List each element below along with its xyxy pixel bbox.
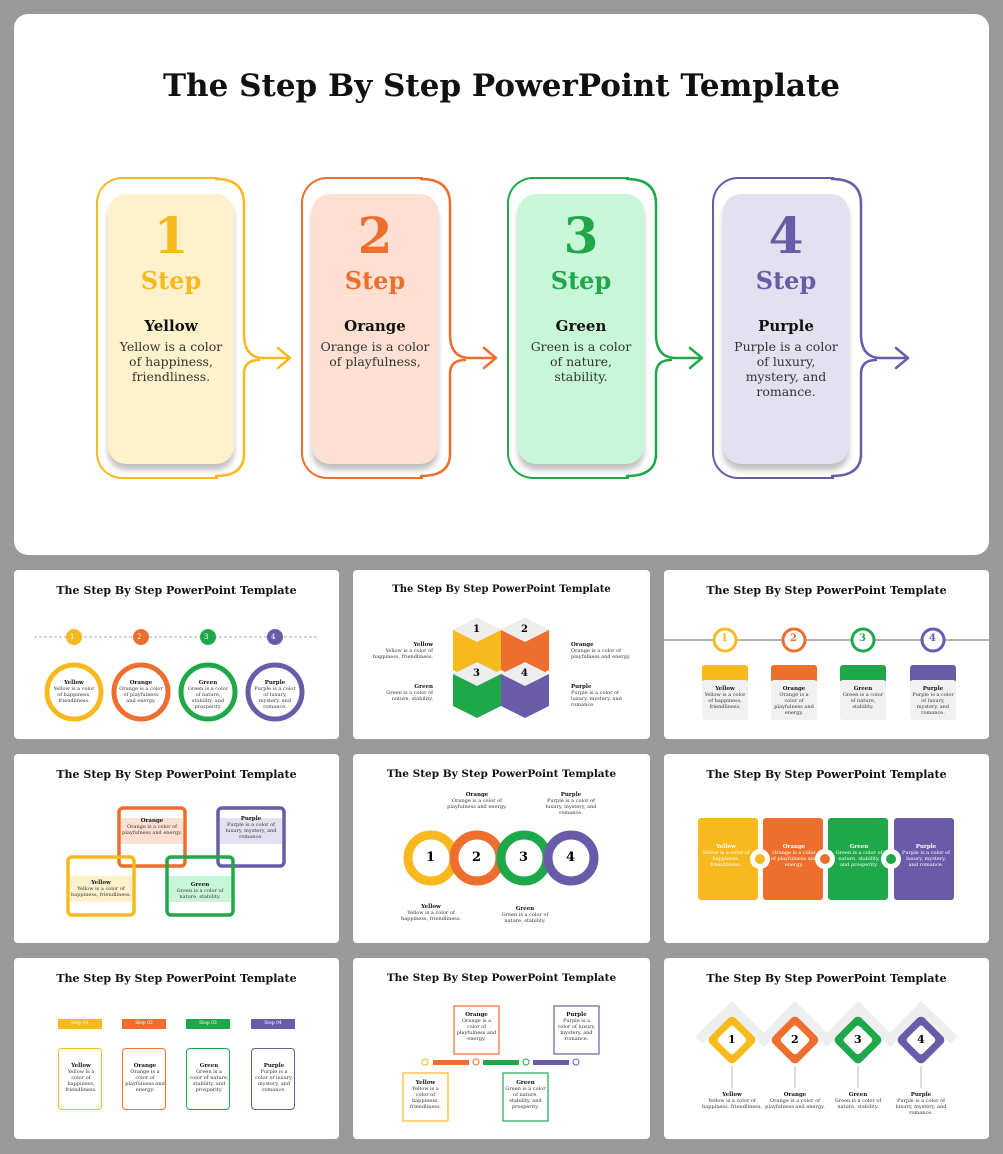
thumb-2-graphic	[453, 618, 549, 718]
step-4-word: Step	[755, 266, 817, 295]
main-slide[interactable]: The Step By Step PowerPoint Template 1 S…	[14, 14, 989, 555]
step-connectors	[214, 177, 910, 478]
step-4-name: Purple	[758, 317, 814, 335]
step-2-frame	[301, 177, 423, 479]
thumbnail-title: The Step By Step PowerPoint Template	[56, 972, 297, 985]
thumb-8-graphic	[402, 1005, 600, 1122]
thumbnail-title: The Step By Step PowerPoint Template	[56, 584, 297, 597]
thumbnail-6[interactable]: The Step By Step PowerPoint Template Yel…	[664, 754, 989, 943]
thumb-1-n2: 2	[137, 633, 142, 641]
thumbnail-2[interactable]: The Step By Step PowerPoint Template 1 2…	[353, 570, 650, 739]
thumb-5-graphic	[403, 830, 599, 886]
thumb-1-n3: 3	[204, 633, 209, 641]
thumbnail-title: The Step By Step PowerPoint Template	[706, 584, 947, 597]
thumbnail-title: The Step By Step PowerPoint Template	[386, 972, 617, 984]
step-3-desc: Green is a color of nature, stability.	[530, 339, 632, 384]
thumb-1-n1: 1	[70, 633, 75, 641]
step-1-number: 1	[153, 206, 189, 265]
step-3-card[interactable]: 3 Step Green Green is a color of nature,…	[518, 194, 644, 464]
thumbnail-4[interactable]: The Step By Step PowerPoint Template Ora…	[14, 754, 339, 943]
thumbnail-8[interactable]: The Step By Step PowerPoint Template Ora…	[353, 958, 650, 1139]
step-1-frame	[96, 177, 218, 479]
thumbnail-title: The Step By Step PowerPoint Template	[392, 584, 611, 595]
thumb-1-n4: 4	[271, 633, 276, 641]
step-2-name: Orange	[344, 317, 406, 335]
thumb-9-graphic	[695, 1000, 958, 1088]
step-2-card[interactable]: 2 Step Orange Orange is a color of playf…	[312, 194, 438, 464]
thumbnail-title: The Step By Step PowerPoint Template	[56, 768, 297, 781]
thumb-3-graphic	[664, 627, 989, 720]
step-3-word: Step	[550, 266, 612, 295]
thumb-1-graphic	[34, 629, 319, 722]
thumbnail-7[interactable]: The Step By Step PowerPoint Template Ste…	[14, 958, 339, 1139]
step-4-number: 4	[768, 206, 804, 265]
step-1-word: Step	[140, 266, 202, 295]
step-3-name: Green	[555, 317, 607, 335]
step-4-desc: Purple is a color of luxury, mystery, an…	[734, 339, 838, 399]
thumbnail-title: The Step By Step PowerPoint Template	[706, 768, 947, 781]
thumbnail-title: The Step By Step PowerPoint Template	[386, 768, 617, 780]
thumbnail-5[interactable]: The Step By Step PowerPoint Template 1 2…	[353, 754, 650, 943]
step-2-number: 2	[357, 206, 393, 265]
step-4-card[interactable]: 4 Step Purple Purple is a color of luxur…	[723, 194, 849, 464]
step-2-word: Step	[344, 266, 406, 295]
step-1-name: Yellow	[144, 317, 198, 335]
thumbnail-1[interactable]: The Step By Step PowerPoint Template 1 2…	[14, 570, 339, 739]
thumbnail-9[interactable]: The Step By Step PowerPoint Template 1 2…	[664, 958, 989, 1139]
thumbnail-title: The Step By Step PowerPoint Template	[706, 972, 947, 985]
thumb-6-graphic	[750, 849, 901, 869]
step-3-number: 3	[563, 206, 599, 265]
page-title: The Step By Step PowerPoint Template	[162, 68, 841, 104]
step-4-frame	[712, 177, 834, 479]
step-3-frame	[507, 177, 629, 479]
step-1-desc: Yellow is a color of happiness, friendli…	[119, 339, 223, 384]
thumb-4-graphic	[66, 806, 286, 917]
step-2-desc: Orange is a color of playfulness,	[320, 339, 430, 369]
thumbnail-3[interactable]: The Step By Step PowerPoint Template 1 2…	[664, 570, 989, 739]
step-1-card[interactable]: 1 Step Yellow Yellow is a color of happi…	[108, 194, 234, 464]
